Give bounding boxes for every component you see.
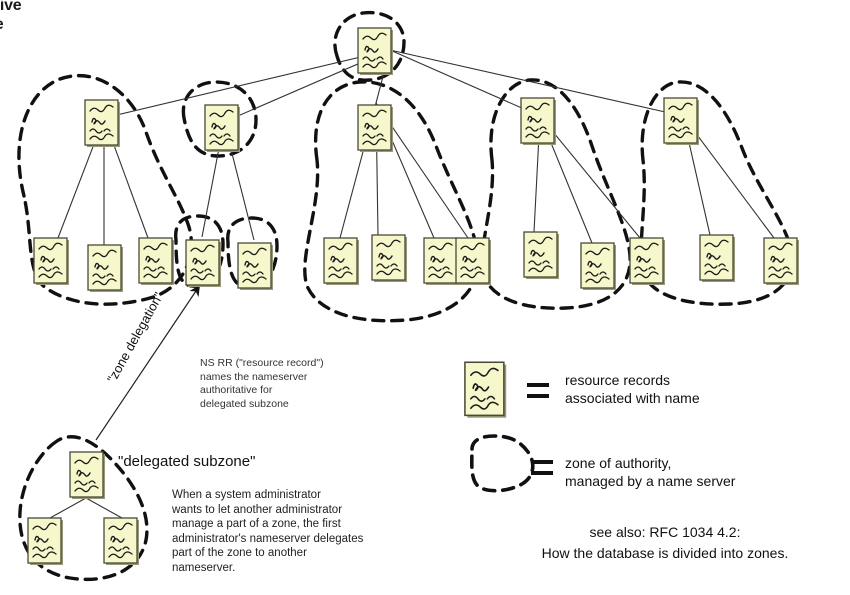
tree-links-group xyxy=(49,49,775,519)
edge-s0-s2 xyxy=(85,497,123,519)
record-node-left-leaf-2[interactable] xyxy=(87,244,124,293)
record-node-subzone-leaf-2[interactable] xyxy=(103,517,140,566)
record-node-delegated-child-1[interactable] xyxy=(185,239,222,288)
delegated-subzone-label: "delegated subzone" xyxy=(118,453,256,470)
zone-boundary-subzone xyxy=(18,435,149,582)
delegated-subzone-description: When a system administrator wants to let… xyxy=(172,489,364,574)
caption-block: see also: RFC 1034 4.2: How the database … xyxy=(480,522,850,564)
edge-s0-s1 xyxy=(49,497,87,519)
record-node-delegated-child-2[interactable] xyxy=(237,242,274,291)
record-node-right-leaf-1[interactable] xyxy=(523,231,560,280)
legend-graphics-group xyxy=(464,361,553,493)
record-node-subzone-leaf-1[interactable] xyxy=(27,517,64,566)
record-node-farright-parent[interactable] xyxy=(663,97,700,146)
record-node-right-leaf-2[interactable] xyxy=(580,242,617,291)
caption-line-2: How the database is divided into zones. xyxy=(541,545,789,561)
record-node-right-parent[interactable] xyxy=(520,97,557,146)
edge-root-right xyxy=(389,49,541,117)
record-node-mid-leaf-2[interactable] xyxy=(371,234,408,283)
record-node-subzone-parent[interactable] xyxy=(69,451,106,500)
zone-boundary-root xyxy=(333,10,406,82)
record-node-left-leaf-1[interactable] xyxy=(33,237,70,286)
record-node-farright-leaf-2[interactable] xyxy=(763,237,800,286)
zone-boundary-left xyxy=(17,73,193,306)
page-title-cropped: ative se xyxy=(0,0,22,34)
record-node-mid-leaf-3[interactable] xyxy=(423,237,460,286)
ns-rr-note: NS RR ("resource record") names the name… xyxy=(200,357,324,410)
legend-record-label: resource records associated with name xyxy=(565,372,700,406)
page-title-line-2: se xyxy=(0,16,4,33)
zone-boundary-delegated-1 xyxy=(174,214,225,288)
legend-record-equals-icon xyxy=(527,383,549,398)
record-node-left-leaf-3[interactable] xyxy=(138,237,175,286)
edge-zone-delegation-pointer xyxy=(95,285,201,441)
page-title-line-1: ative xyxy=(0,0,22,14)
legend-zone-equals-icon xyxy=(531,460,553,475)
record-node-mid-leaf-4[interactable] xyxy=(455,237,492,286)
caption-line-1: see also: RFC 1034 4.2: xyxy=(589,524,741,540)
legend-zone-icon xyxy=(469,434,535,493)
edge-c1-c3 xyxy=(539,115,641,239)
record-node-left-parent[interactable] xyxy=(84,99,121,148)
legend-zone-label: zone of authority, managed by a name ser… xyxy=(565,455,736,489)
record-node-right-leaf-3[interactable] xyxy=(629,237,666,286)
record-node-mid-leaf-1[interactable] xyxy=(323,237,360,286)
record-node-mid-parent[interactable] xyxy=(357,104,394,153)
record-node-root[interactable] xyxy=(357,27,394,76)
edge-root-left xyxy=(103,49,391,119)
edge-root-farright xyxy=(389,49,684,117)
record-node-delegating-parent[interactable] xyxy=(204,104,241,153)
record-node-farright-leaf-1[interactable] xyxy=(699,234,736,283)
legend-record-icon xyxy=(464,361,508,419)
zone-boundary-small-top xyxy=(181,80,258,158)
zone-boundary-delegated-2 xyxy=(226,216,279,290)
